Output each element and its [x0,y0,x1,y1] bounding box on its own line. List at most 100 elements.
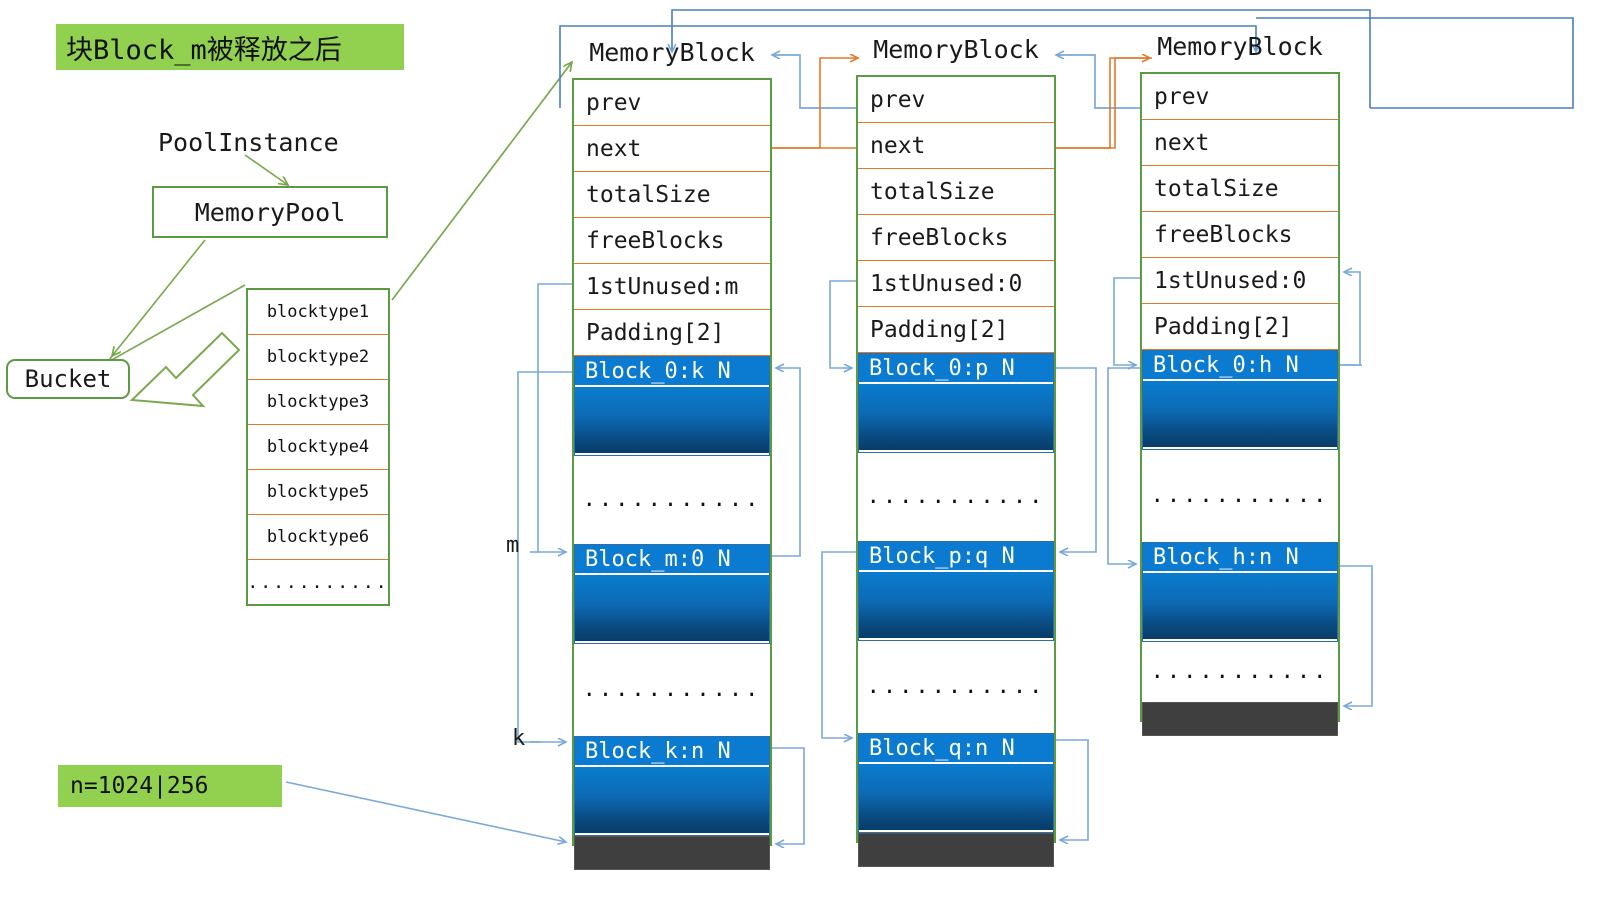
block-header: Block_k:n N [575,737,769,767]
block-header: Block_h:n N [1143,543,1337,573]
bucket-box: Bucket [6,359,130,399]
field-totalsize: totalSize [858,169,1054,215]
memoryblock-body: prev next totalSize freeBlocks 1stUnused… [1140,72,1340,736]
ellipsis: ........... [866,674,1046,699]
list-item[interactable]: blocktype6 [248,515,388,560]
arrow-col1-1stunused-to-blockm [537,283,572,552]
field-prev: prev [1142,74,1338,120]
block-body [859,384,1053,450]
field-1stunused: 1stUnused:0 [1142,258,1338,304]
bucket-list: blocktype1 blocktype2 blocktype3 blockty… [246,288,390,606]
index-label-m: m [506,533,520,558]
block-header: Block_0:h N [1143,351,1337,381]
arrow-blocktype1-to-memoryblock1 [391,62,572,301]
arrow-poolinstance-to-memorypool [244,154,288,185]
allocated-block: Block_0:p N [858,353,1054,453]
block-header: Block_0:p N [859,354,1053,384]
block-gap: ........... [858,453,1054,541]
arrow-col3-blockh-to-free [1340,565,1373,706]
block-body [1143,573,1337,639]
field-prev: prev [574,80,770,126]
block-body [575,387,769,453]
allocated-block: Block_k:n N [574,736,770,836]
list-item[interactable]: blocktype5 [248,470,388,515]
ellipsis: ........... [866,484,1046,509]
allocated-block: Block_q:n N [858,733,1054,833]
arrow-col1-blockk-to-free [772,747,805,844]
n-value-banner: n=1024|256 [58,765,282,807]
block-header: Block_m:0 N [575,545,769,575]
field-totalsize: totalSize [1142,166,1338,212]
block-body [1143,381,1337,447]
allocated-block: Block_h:n N [1142,542,1338,642]
block-gap: ........... [1142,642,1338,702]
field-next: next [858,123,1054,169]
block-body [859,764,1053,830]
arrow-bucketlist-to-bucket [108,284,246,362]
arrow-col3-blockh-to-block0 [1340,272,1362,366]
arrow-col1-block0-to-blockk [517,371,572,742]
memoryblock-title: MemoryBlock [1157,32,1323,61]
block-gap: ........... [574,644,770,736]
block-body [859,572,1053,638]
block-gap: ........... [574,456,770,544]
memoryblock-title: MemoryBlock [589,38,755,67]
allocated-block: Block_0:k N [574,356,770,456]
field-1stunused: 1stUnused:0 [858,261,1054,307]
memoryblock-body: prev next totalSize freeBlocks 1stUnused… [856,75,1056,867]
list-item[interactable]: blocktype4 [248,425,388,470]
free-block [858,833,1054,867]
field-prev: prev [858,77,1054,123]
list-item[interactable]: blocktype2 [248,335,388,380]
arrow-bucket-expand [129,331,241,408]
arrow-col2-blockp-to-blockq [821,551,856,738]
list-item-ellipsis: ........... [247,571,389,593]
memoryblock-title: MemoryBlock [873,35,1039,64]
field-padding: Padding[2] [858,307,1054,353]
arrow-col2-1stunused-to-block0 [829,280,856,368]
ellipsis: ........... [582,487,762,512]
block-header: Block_q:n N [859,734,1053,764]
field-freeblocks: freeBlocks [574,218,770,264]
field-totalsize: totalSize [574,172,770,218]
block-gap: ........... [858,641,1054,733]
allocated-block: Block_0:h N [1142,350,1338,450]
arrow-n-to-freeblock [285,781,566,842]
index-label-k: k [512,726,526,751]
block-body [575,575,769,641]
free-block [574,836,770,870]
block-body [575,767,769,833]
poolinstance-label: PoolInstance [158,128,339,157]
arrow-prev-col3-to-col2 [1056,55,1140,109]
field-next: next [1142,120,1338,166]
field-freeblocks: freeBlocks [858,215,1054,261]
field-1stunused: 1stUnused:m [574,264,770,310]
arrow-col3-block0-to-blockh [1107,367,1140,564]
memoryblock-body: prev next totalSize freeBlocks 1stUnused… [572,78,772,870]
arrow-next-col2-to-col3-alt [1056,57,1152,149]
field-padding: Padding[2] [1142,304,1338,350]
allocated-block: Block_m:0 N [574,544,770,644]
memorypool-box: MemoryPool [152,186,388,238]
block-header: Block_0:k N [575,357,769,387]
title-banner: 块Block_m被释放之后 [56,24,404,70]
field-padding: Padding[2] [574,310,770,356]
block-header: Block_p:q N [859,542,1053,572]
list-item[interactable]: blocktype1 [248,290,388,335]
list-item[interactable]: blocktype3 [248,380,388,425]
ellipsis: ........... [1150,659,1330,684]
arrow-col2-block0-to-blockp [1056,367,1097,552]
ellipsis: ........... [582,677,762,702]
arrow-prev-col2-to-col1 [772,55,856,109]
allocated-block: Block_p:q N [858,541,1054,641]
arrow-col2-blockq-to-free [1056,739,1089,840]
block-gap: ........... [1142,450,1338,542]
field-freeblocks: freeBlocks [1142,212,1338,258]
arrow-next-left-wrap [772,58,858,149]
arrow-col3-1stunused-to-block0 [1113,277,1140,365]
arrow-col1-blockm-to-block0 [772,368,801,557]
ellipsis: ........... [1150,483,1330,508]
arrow-memorypool-to-bucket [112,239,206,356]
free-block [1142,702,1338,736]
